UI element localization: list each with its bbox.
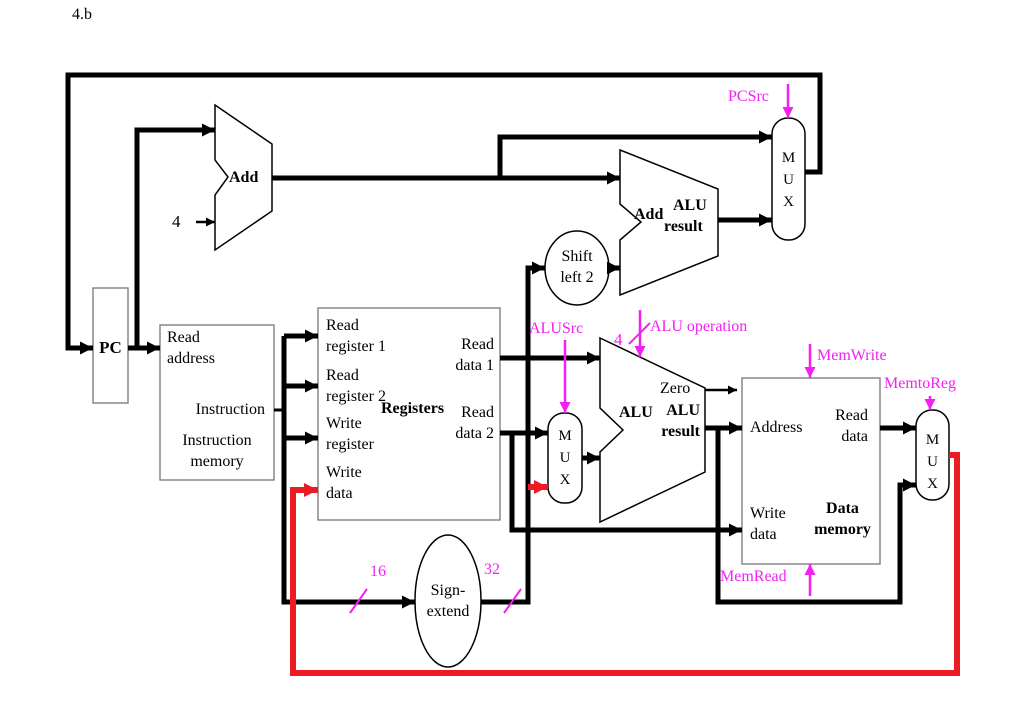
bus-width-slash-alu-operation [628, 322, 651, 345]
bus-width-slash-16 [349, 588, 368, 614]
alu-result-line2: result [661, 423, 700, 440]
bus-width-slash-32 [503, 588, 522, 614]
alusrc-mux-letters: M U X [548, 425, 582, 491]
registers-block [317, 307, 501, 521]
wire-sign-extend-to-shift-left-2 [481, 261, 545, 605]
im-name-line2: memory [190, 453, 244, 470]
instruction-memory-block [159, 324, 275, 481]
wire-read-data-2-to-data-memory [509, 433, 742, 537]
sign-extend-line2: extend [426, 603, 470, 620]
wire-pc-to-add [134, 123, 215, 348]
shift-left-2-line2: left 2 [560, 269, 594, 286]
dm-read-data-line2: data [841, 428, 868, 445]
wire-instruction-bus-to-sign-extend [281, 336, 415, 609]
pcsrc-mux-letters: M U X [772, 147, 805, 213]
dm-address-label: Address [750, 419, 803, 436]
dm-name-line1: Data [826, 500, 859, 517]
reg-write-data-line2: data [326, 485, 353, 502]
highlight-wire-memtoreg-to-write-data [290, 452, 960, 676]
reg-read-data1-line1: Read [461, 336, 494, 353]
reg-write-register-line2: register [326, 436, 374, 453]
const-4-label: 4 [172, 212, 181, 231]
reg-read-register2-line2: register 2 [326, 388, 386, 405]
bus-width-16-label: 16 [370, 563, 386, 580]
memtoreg-mux-letters: M U X [916, 429, 949, 495]
memtoreg-signal-label: MemtoReg [884, 375, 956, 392]
reg-read-data2-line2: data 2 [455, 425, 494, 442]
alusrc-signal-label: ALUSrc [529, 320, 584, 337]
branch-add-result-line2: result [664, 218, 703, 235]
pcsrc-signal-label: PCSrc [728, 88, 769, 105]
reg-read-data2-line1: Read [461, 404, 494, 421]
sign-extend-line1: Sign- [430, 582, 466, 599]
alu-label: ALU [619, 404, 653, 421]
dm-read-data-line1: Read [835, 407, 868, 424]
data-memory-block [741, 377, 881, 565]
reg-write-register-line1: Write [326, 415, 362, 432]
dm-write-data-line2: data [750, 526, 777, 543]
reg-read-register1-line1: Read [326, 317, 359, 334]
alu-op-bits-label: 4 [614, 330, 623, 349]
im-read-address-line2: address [167, 350, 215, 367]
dm-write-data-line1: Write [750, 505, 786, 522]
wire-pcsrc-mux-to-pc [65, 72, 823, 355]
shift-left-2-line1: Shift [561, 248, 593, 265]
mux-letter-m: M [558, 428, 572, 444]
mux-letter-u: U [559, 450, 571, 466]
dm-name-line2: memory [814, 521, 871, 538]
wire-pc4-to-pcsrc-mux [497, 130, 772, 178]
mux-letter-x: X [927, 476, 938, 492]
memwrite-signal-label: MemWrite [817, 347, 887, 364]
reg-read-register1-line2: register 1 [326, 338, 386, 355]
alu-zero-label: Zero [660, 380, 691, 397]
alu-operation-signal-label: ALU operation [650, 318, 748, 335]
branch-add-label: Add [634, 206, 664, 223]
reg-write-data-line1: Write [326, 464, 362, 481]
page-title: 4.b [72, 6, 92, 23]
wire-alu-result-to-memtoreg-mux [715, 428, 916, 605]
im-read-address-line1: Read [167, 329, 200, 346]
im-instruction-port-label: Instruction [195, 401, 265, 418]
reg-read-register2-line1: Read [326, 367, 359, 384]
mux-letter-x: X [783, 194, 794, 210]
reg-read-data1-line2: data 1 [455, 357, 494, 374]
mux-letter-u: U [927, 454, 938, 470]
bus-width-32-label: 32 [484, 561, 500, 578]
registers-name: Registers [380, 400, 445, 417]
branch-add-result-line1: ALU [673, 197, 707, 214]
mux-letter-m: M [781, 150, 796, 166]
pc-label: PC [99, 338, 122, 357]
im-name-line1: Instruction [182, 432, 252, 449]
memread-signal-label: MemRead [720, 568, 787, 585]
main-alu-shape [599, 336, 706, 524]
mux-letter-u: U [783, 172, 794, 188]
mux-letter-m: M [925, 432, 940, 448]
alu-result-line1: ALU [666, 402, 700, 419]
pc-add-label: Add [229, 169, 259, 186]
mux-letter-x: X [559, 472, 571, 488]
